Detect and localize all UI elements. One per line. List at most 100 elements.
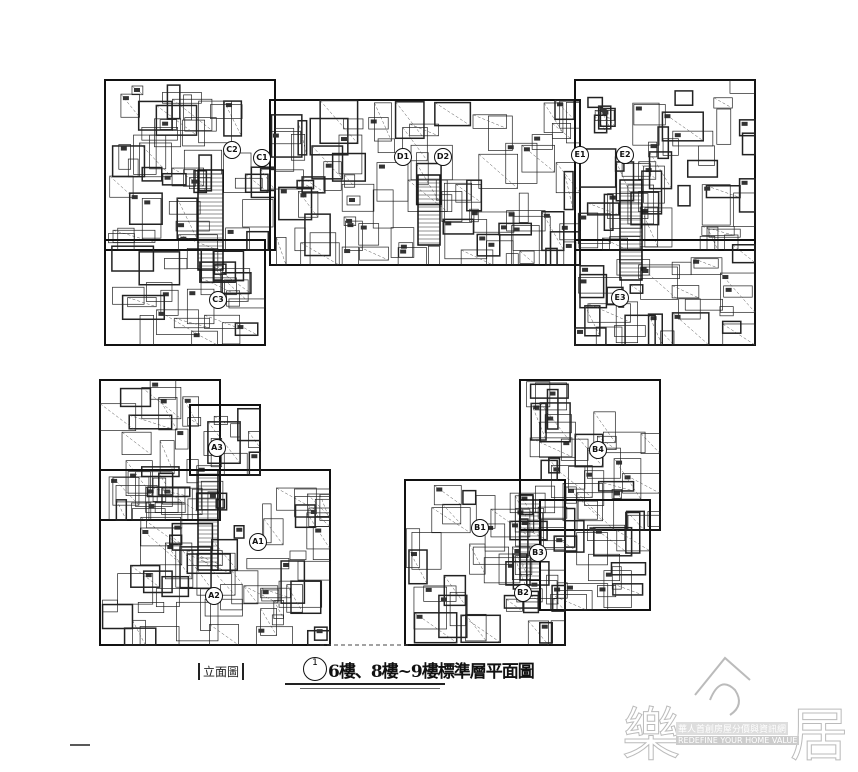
room (359, 246, 389, 261)
fixture (561, 225, 568, 230)
room (175, 550, 194, 588)
room-diagonal (213, 265, 223, 280)
room-diagonal (554, 535, 577, 552)
room (539, 402, 571, 443)
room (121, 431, 152, 455)
fixture (325, 163, 332, 168)
fixture (133, 87, 140, 92)
fixture (236, 527, 243, 532)
room (184, 117, 217, 132)
room-diagonal (273, 600, 284, 619)
room-diagonal (600, 108, 616, 127)
fixture (227, 229, 234, 234)
room (402, 127, 428, 162)
room (539, 621, 553, 644)
room (390, 227, 415, 258)
room (161, 172, 187, 186)
room (133, 134, 157, 175)
room-diagonal (460, 615, 501, 643)
room (505, 253, 519, 266)
fixture (378, 164, 385, 169)
room-diagonal (260, 168, 276, 191)
room (294, 496, 331, 518)
room (270, 114, 303, 158)
room (640, 433, 661, 454)
room (242, 199, 274, 228)
room (270, 131, 301, 145)
fixture (577, 329, 584, 334)
room-diagonal (300, 242, 340, 266)
room-diagonal (442, 504, 461, 525)
fixture (162, 292, 169, 297)
room (413, 586, 447, 630)
room (198, 154, 213, 192)
room (472, 114, 508, 129)
room (198, 100, 232, 144)
room-diagonal (551, 465, 593, 498)
room (300, 242, 340, 266)
unit-label-d2: D2 (434, 148, 452, 166)
room (640, 266, 678, 300)
watermark-tagline-cn: 華人首創房屋分價與資訊網 (676, 722, 789, 735)
room (465, 613, 487, 642)
fixture (416, 614, 423, 619)
room (183, 94, 192, 121)
room-diagonal (469, 543, 486, 575)
watermark-house-logo-icon (694, 656, 751, 716)
room (248, 451, 261, 476)
room-diagonal (187, 553, 231, 574)
room (308, 507, 331, 527)
fixture (209, 493, 216, 498)
unit-label-a3: A3 (208, 439, 226, 457)
fixture (178, 223, 185, 228)
room (584, 305, 601, 337)
room-diagonal (528, 620, 549, 646)
room-diagonal (541, 211, 564, 251)
room (164, 542, 193, 580)
room (304, 213, 331, 257)
room (174, 428, 189, 450)
room (462, 489, 477, 506)
room-diagonal (112, 477, 140, 506)
room-diagonal (402, 127, 428, 161)
room (309, 232, 337, 266)
room (488, 115, 513, 151)
room-diagonal (598, 106, 611, 129)
room (341, 183, 375, 212)
room (234, 322, 259, 337)
room (444, 182, 472, 223)
fixture (122, 96, 129, 101)
room (701, 184, 731, 226)
side-label: 立面圖 (198, 663, 245, 680)
room (472, 546, 510, 565)
stair-core (197, 469, 219, 571)
fixture (523, 147, 530, 152)
room-diagonal (231, 570, 259, 604)
room-diagonal (626, 511, 645, 531)
room-diagonal (672, 285, 699, 299)
drawing-title-text: 6樓、8樓~9樓標準層平面圖 (328, 662, 535, 682)
fixture (251, 454, 258, 459)
room-diagonal (344, 174, 355, 188)
unit-label-e3: E3 (611, 289, 629, 307)
room (286, 584, 303, 613)
fixture (554, 587, 561, 592)
building-outline (104, 239, 266, 346)
room (460, 614, 501, 644)
room-diagonal (706, 185, 741, 198)
room (187, 417, 202, 427)
fixture (624, 475, 631, 480)
room-diagonal (562, 483, 603, 521)
room (629, 284, 644, 294)
fixture (580, 279, 587, 284)
room (643, 165, 665, 204)
room-diagonal (307, 493, 331, 518)
room (521, 144, 555, 173)
room-diagonal (552, 123, 571, 139)
room-diagonal (286, 584, 303, 613)
room (684, 298, 723, 311)
room (338, 134, 363, 175)
room-diagonal (127, 297, 157, 307)
room (155, 588, 180, 608)
room (313, 626, 328, 641)
